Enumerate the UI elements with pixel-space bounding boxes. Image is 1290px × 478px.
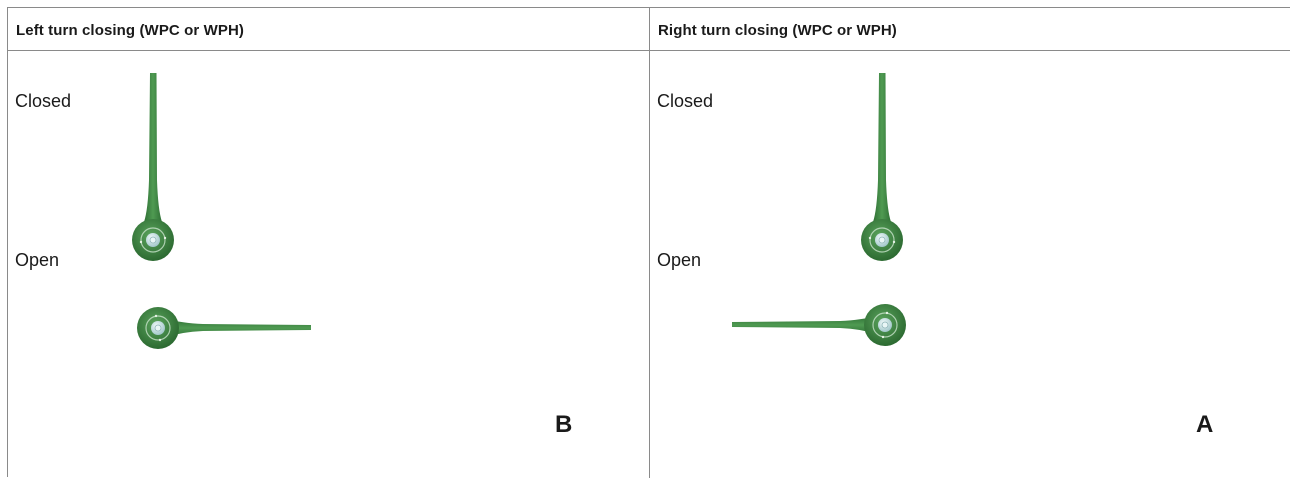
right-panel-heading: Right turn closing (WPC or WPH) bbox=[650, 8, 1290, 51]
left-turn-closing-cell: Left turn closing (WPC or WPH) Closed Op… bbox=[8, 8, 650, 478]
right-closed-label: Closed bbox=[657, 91, 714, 111]
left-panel-heading: Left turn closing (WPC or WPH) bbox=[8, 8, 649, 51]
valve-handle-icon bbox=[132, 73, 174, 261]
position-marker-a: A bbox=[1196, 411, 1214, 438]
right-open-label: Open bbox=[657, 250, 702, 270]
right-turn-closing-cell: Right turn closing (WPC or WPH) Closed O… bbox=[650, 8, 1290, 478]
left-open-label: Open bbox=[15, 250, 60, 270]
left-closed-label: Closed bbox=[15, 91, 72, 111]
valve-orientation-table: Left turn closing (WPC or WPH) Closed Op… bbox=[7, 7, 1290, 478]
valve-handle-icon bbox=[137, 307, 311, 349]
position-marker-b: B bbox=[555, 411, 573, 438]
valve-handle-icon bbox=[861, 73, 903, 261]
valve-handle-icon bbox=[732, 304, 906, 346]
